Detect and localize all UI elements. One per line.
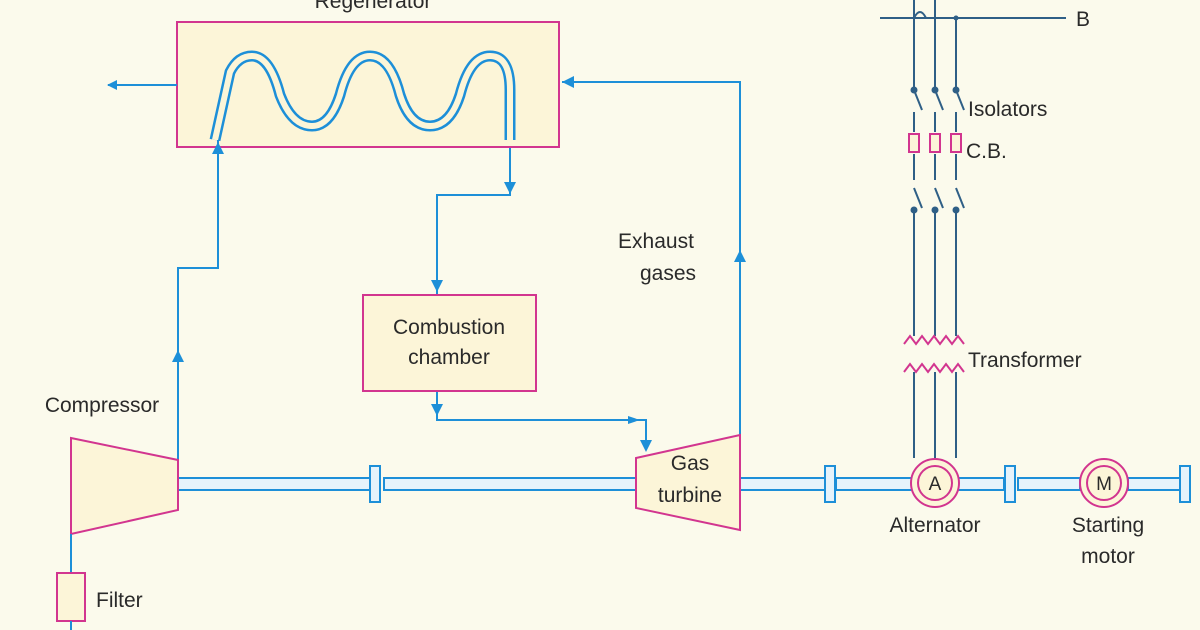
bus-b-label: B bbox=[1076, 8, 1090, 31]
coupling-3 bbox=[1004, 465, 1016, 503]
gas-turbine-body bbox=[635, 433, 741, 532]
filter-box bbox=[56, 572, 86, 622]
starting-motor-label-2: motor bbox=[1081, 545, 1135, 568]
exhaust-gases-label-2: gases bbox=[640, 262, 696, 285]
heated-air-arrow-2 bbox=[431, 280, 443, 292]
heated-air-arrow-1 bbox=[504, 182, 516, 194]
compressor-label: Compressor bbox=[45, 394, 159, 417]
starting-motor-symbol-letter: M bbox=[1096, 474, 1112, 495]
exhaust-gas-line bbox=[562, 81, 741, 435]
exhaust-gases-label-1: Exhaust bbox=[618, 230, 694, 253]
air-flow-arrow-1 bbox=[172, 350, 184, 362]
combustion-chamber-box bbox=[362, 294, 537, 392]
three-phase-lines bbox=[913, 0, 957, 458]
hot-gas-arrow-1 bbox=[431, 404, 443, 416]
exhaust-arrow-up bbox=[734, 250, 746, 262]
air-flow-arrow-2 bbox=[212, 142, 224, 154]
isolator-switches-lower bbox=[910, 154, 965, 214]
isolator-switches-upper bbox=[910, 86, 965, 132]
bus-crossover-hump bbox=[913, 11, 927, 19]
alternator-symbol bbox=[910, 458, 960, 508]
exhaust-arrow-left bbox=[562, 76, 574, 88]
alternator-label: Alternator bbox=[889, 514, 980, 537]
coupling-1 bbox=[369, 465, 381, 503]
combustion-chamber-label-1: Combustion bbox=[393, 316, 505, 339]
regenerator-box bbox=[176, 21, 560, 148]
regenerator-label: Regenerator bbox=[315, 0, 432, 13]
circuit-breakers bbox=[908, 133, 962, 153]
heated-air-line bbox=[436, 148, 511, 294]
coupling-4 bbox=[1179, 465, 1191, 503]
bus-junction-dot bbox=[953, 15, 959, 21]
regenerator-coil bbox=[209, 50, 516, 142]
compressed-air-line bbox=[177, 140, 219, 460]
coupling-2 bbox=[824, 465, 836, 503]
circuit-breaker-label: C.B. bbox=[966, 140, 1007, 163]
filter-label: Filter bbox=[96, 589, 143, 612]
compressor-body bbox=[70, 436, 179, 536]
transformer-label: Transformer bbox=[968, 349, 1082, 372]
isolators-label: Isolators bbox=[968, 98, 1047, 121]
starting-motor-label-1: Starting bbox=[1072, 514, 1144, 537]
main-shaft bbox=[177, 477, 1181, 491]
gas-turbine-label-1: Gas bbox=[671, 452, 710, 475]
transformer-windings bbox=[903, 334, 965, 374]
hot-gas-arrow-3 bbox=[640, 440, 652, 452]
combustion-chamber-label-2: chamber bbox=[408, 346, 490, 369]
alternator-symbol-letter: A bbox=[929, 474, 942, 495]
hot-gas-line bbox=[436, 392, 647, 450]
hot-gas-arrow-2 bbox=[628, 416, 640, 424]
starting-motor-symbol bbox=[1079, 458, 1129, 508]
gas-turbine-label-2: turbine bbox=[658, 484, 722, 507]
